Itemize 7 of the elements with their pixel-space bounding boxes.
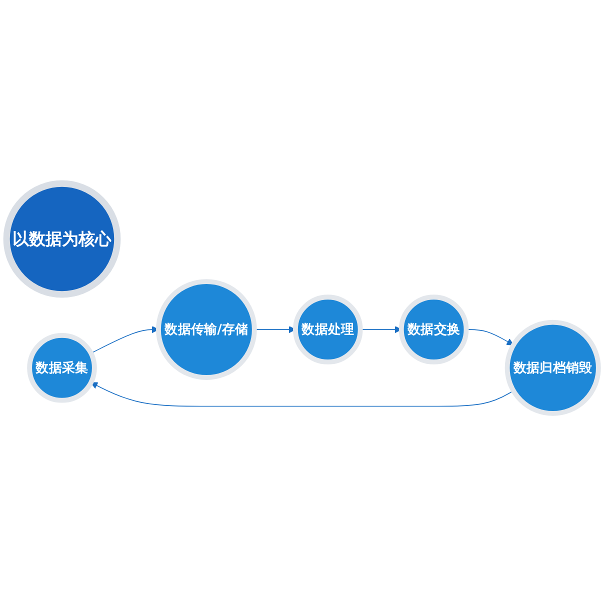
node-circle: 数据归档销毁 [504,320,601,416]
node-circle: 数据交换 [398,294,469,364]
node-circle: 数据采集 [27,332,97,403]
arrow [90,382,514,407]
node-circle: 数据处理 [293,294,363,364]
node-circle: 数据传输/存储 [156,279,257,380]
node-circle: 以数据为核心 [3,180,121,298]
